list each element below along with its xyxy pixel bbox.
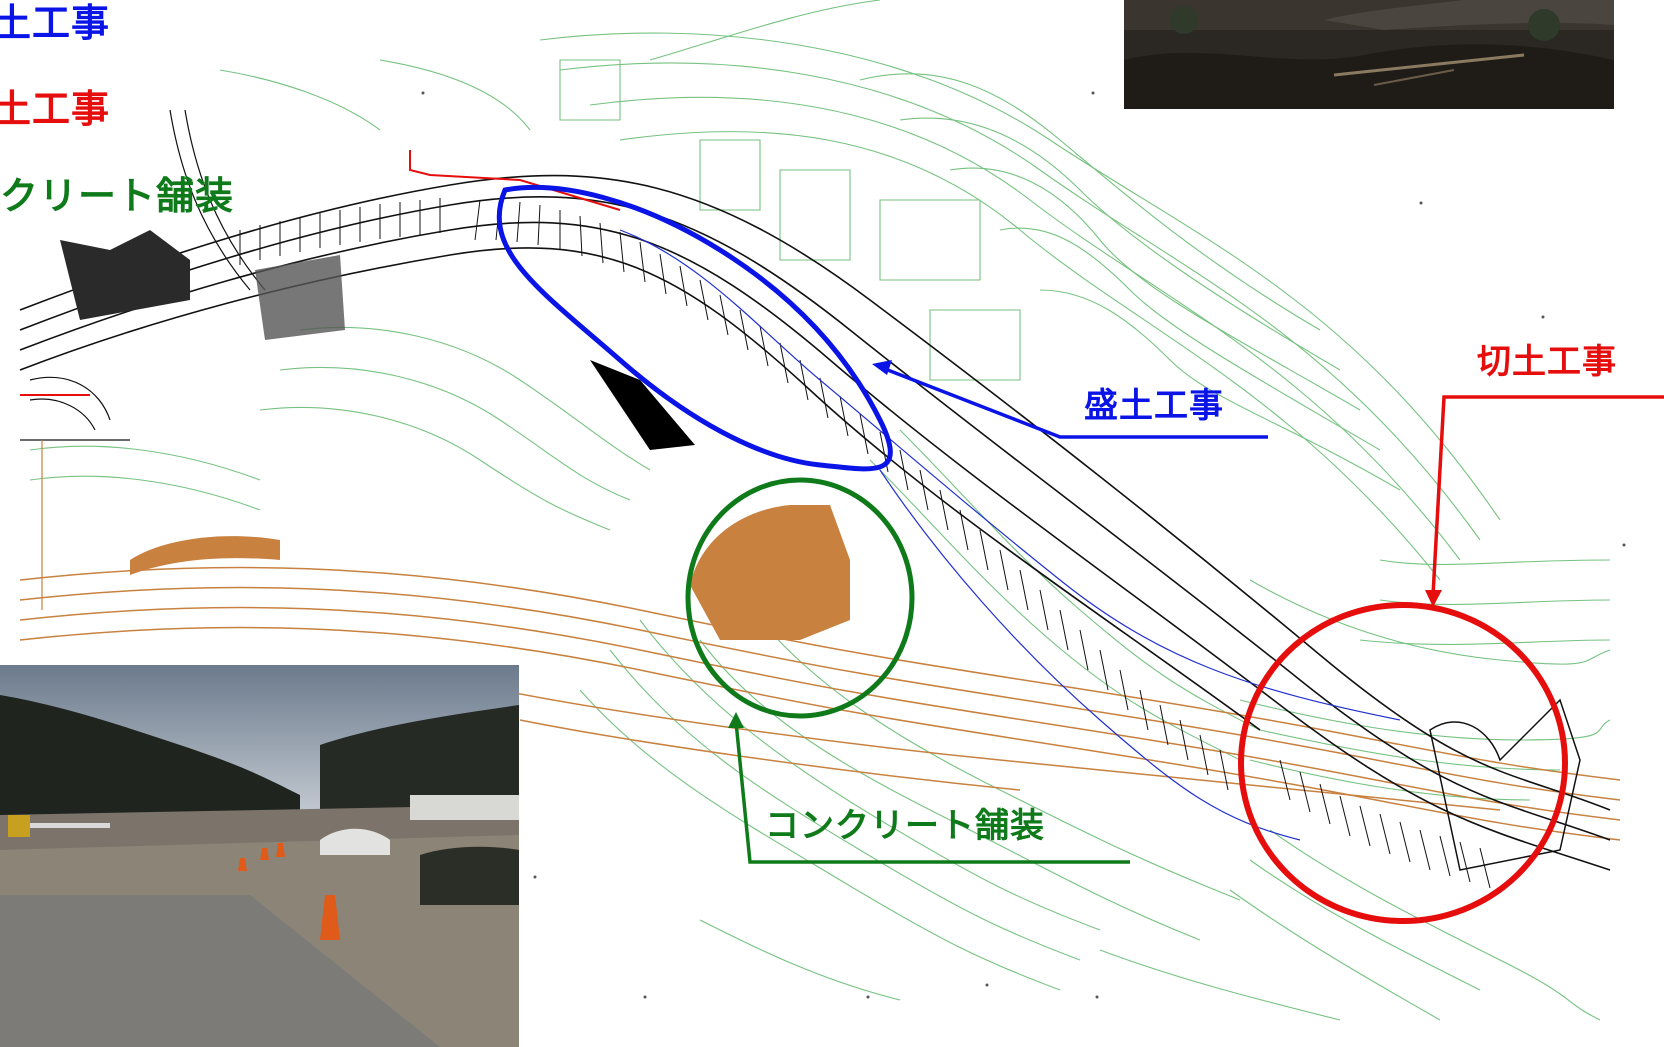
embankment-leader [879,365,1268,439]
survey-line-lower [879,469,1301,841]
survey-line [619,229,1401,721]
site-photo-paved-area [0,665,519,1047]
cut-circle [1238,602,1568,924]
legend-paving: コンクリート舗装 [0,174,235,218]
cut-leader-arrow [1425,590,1442,607]
callout-paving: コンクリート舗装 [765,806,1045,846]
legend-embankment: 盛土工事 [0,1,111,45]
callout-embankment: 盛土工事 [1084,386,1224,426]
grid-ticks [421,91,1626,999]
dark-block [590,360,695,450]
cut-leader [1431,395,1664,596]
embankment-leader-arrow [872,360,892,375]
paving-area-fill [690,505,850,640]
alignment-hatching [239,198,1491,889]
callout-cut: 切土工事 [1477,342,1617,382]
road-alignment [19,174,1611,871]
paving-leader-arrow [728,712,744,728]
left-interchange [20,109,266,441]
paving-leader [734,721,1130,864]
existing-road-fill-left [130,536,280,575]
legend-cut: 切土工事 [0,87,111,131]
site-photo-slope [1124,0,1614,109]
existing-road [19,566,1621,841]
cut-area-inner [1429,698,1581,871]
hatched-block-left [60,230,190,320]
hatched-block-mid [255,255,345,340]
red-boundary-top [409,150,621,211]
paving-circle [685,477,915,719]
embankment-ellipse [496,185,893,472]
